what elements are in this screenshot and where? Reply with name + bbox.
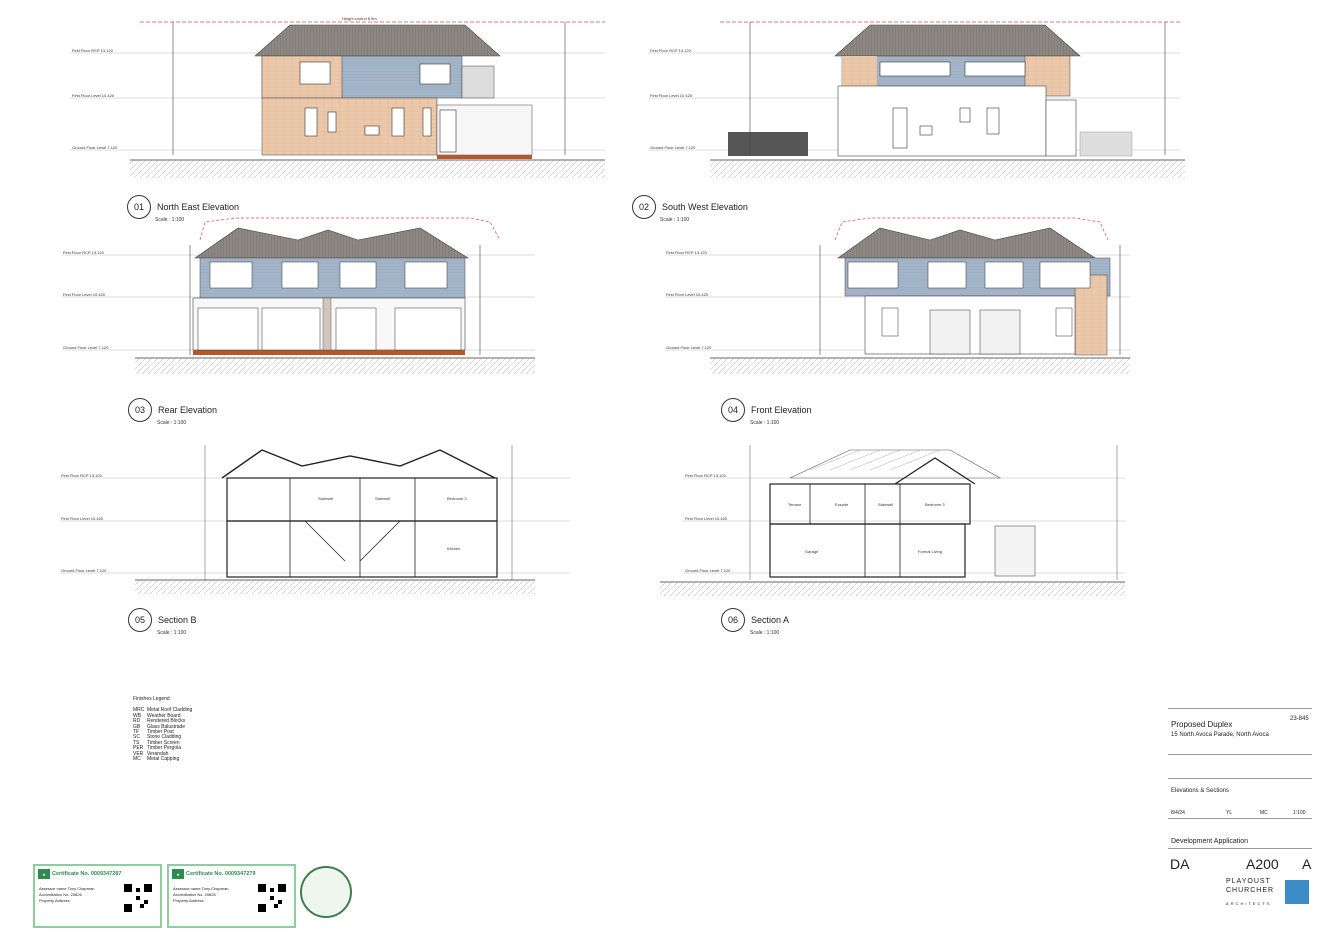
front-elevation: First Floor RCP 13.120 First Floor Level… <box>665 217 1130 374</box>
project-address: 15 North Avoca Parade, North Avoca <box>1171 732 1269 738</box>
view-title: Rear Elevation <box>158 405 218 415</box>
svg-text:First Floor RCP 13.120: First Floor RCP 13.120 <box>61 473 103 478</box>
view-label-03: 03 Rear Elevation <box>128 398 217 422</box>
svg-text:Bedroom 3: Bedroom 3 <box>447 496 467 501</box>
south-west-elevation: First Floor RCP 13.120 First Floor Level… <box>648 21 1185 178</box>
svg-text:Ground Floor Level 7.120: Ground Floor Level 7.120 <box>61 568 107 573</box>
view-number: 03 <box>128 398 152 422</box>
view-label-02: 02 South West Elevation <box>632 195 748 219</box>
view-number: 02 <box>632 195 656 219</box>
svg-text:Ground Floor Level 7.120: Ground Floor Level 7.120 <box>666 345 712 350</box>
svg-text:Ground Floor Level 7.120: Ground Floor Level 7.120 <box>650 145 696 150</box>
checked-by: MC <box>1260 810 1268 816</box>
section-a: Terrace Ensuite Stairwell Bedroom 3 Gara… <box>660 445 1125 596</box>
job-number: 23-845 <box>1290 716 1309 722</box>
svg-text:Ground Floor Level 7.120: Ground Floor Level 7.120 <box>685 568 731 573</box>
nathers-logo: ★ <box>38 869 50 879</box>
svg-text:Stairwell: Stairwell <box>375 496 390 501</box>
stage: Development Application <box>1171 838 1249 845</box>
svg-text:Stairwell: Stairwell <box>878 502 893 507</box>
qr-code-icon <box>124 884 152 912</box>
view-scale: Scale : 1:100 <box>155 217 185 223</box>
view-scale: Scale : 1:100 <box>660 217 690 223</box>
svg-text:First Floor Level 10.420: First Floor Level 10.420 <box>650 93 693 98</box>
svg-text:Kitchen: Kitchen <box>447 546 460 551</box>
svg-text:First Floor Level 10.420: First Floor Level 10.420 <box>666 292 709 297</box>
view-number: 04 <box>721 398 745 422</box>
view-title: Section B <box>158 615 197 625</box>
view-label-05: 05 Section B <box>128 608 197 632</box>
view-scale: Scale : 1:100 <box>750 630 780 636</box>
energy-certificate-1: ★Certificate No. 0009347287 Assessor nam… <box>33 864 162 928</box>
view-label-04: 04 Front Elevation <box>721 398 812 422</box>
svg-text:Ground Floor Level 7.120: Ground Floor Level 7.120 <box>63 345 109 350</box>
view-label-06: 06 Section A <box>721 608 789 632</box>
status: DA <box>1170 856 1190 872</box>
section-b: Stairwell Stairwell Bedroom 3 Kitchen Fi… <box>60 445 570 594</box>
energy-certificate-2: ★Certificate No. 0009347279 Assessor nam… <box>167 864 296 928</box>
view-label-01: 01 North East Elevation <box>127 195 239 219</box>
north-east-elevation: First Floor RCP 13.120 First Floor Level… <box>70 16 605 178</box>
project-name: Proposed Duplex <box>1171 720 1233 729</box>
firm-name: PLAYOUST <box>1226 878 1271 885</box>
qr-code-icon <box>258 884 286 912</box>
svg-text:Ensuite: Ensuite <box>835 502 849 507</box>
drawing-number: A200 <box>1246 856 1279 872</box>
svg-text:Ground Floor Level 7.120: Ground Floor Level 7.120 <box>72 145 118 150</box>
date: 8/4/24 <box>1171 810 1185 816</box>
view-number: 05 <box>128 608 152 632</box>
view-number: 06 <box>721 608 745 632</box>
svg-text:First Floor RCP 13.120: First Floor RCP 13.120 <box>666 250 708 255</box>
svg-text:Terrace: Terrace <box>788 502 802 507</box>
view-scale: Scale : 1:100 <box>157 420 187 426</box>
rear-elevation: First Floor RCP 13.120 First Floor Level… <box>62 217 535 374</box>
svg-text:Formal Living: Formal Living <box>918 549 942 554</box>
view-scale: Scale : 1:100 <box>157 630 187 636</box>
drawn-by: YL <box>1226 810 1233 816</box>
legend-title: Finishes Legend <box>133 696 170 702</box>
svg-text:First Floor Level 10.420: First Floor Level 10.420 <box>72 93 115 98</box>
svg-text:Stairwell: Stairwell <box>318 496 333 501</box>
firm-name-2: CHURCHER <box>1226 887 1275 894</box>
accreditation-seal-icon <box>300 866 352 918</box>
view-title: North East Elevation <box>157 202 240 212</box>
svg-text:First Floor Level 10.420: First Floor Level 10.420 <box>61 516 104 521</box>
svg-text:First Floor RCP 13.120: First Floor RCP 13.120 <box>685 473 727 478</box>
svg-text:First Floor Level 10.420: First Floor Level 10.420 <box>63 292 106 297</box>
svg-text:First Floor RCP 13.120: First Floor RCP 13.120 <box>63 250 105 255</box>
sheet-scale: 1:100 <box>1293 810 1306 816</box>
svg-text:Height control 8.5m: Height control 8.5m <box>342 16 377 21</box>
title-block: Proposed Duplex 23-845 15 North Avoca Pa… <box>1168 668 1314 940</box>
view-scale: Scale : 1:100 <box>750 420 780 426</box>
view-title: Front Elevation <box>751 405 812 415</box>
nathers-logo: ★ <box>172 869 184 879</box>
view-title: Section A <box>751 615 790 625</box>
svg-text:First Floor RCP 13.120: First Floor RCP 13.120 <box>72 48 114 53</box>
firm-name-3: ARCHITECTS <box>1226 901 1272 906</box>
svg-text:First Floor Level 10.420: First Floor Level 10.420 <box>685 516 728 521</box>
svg-text:Garage: Garage <box>805 549 819 554</box>
svg-text:First Floor RCP 13.120: First Floor RCP 13.120 <box>650 48 692 53</box>
view-title: South West Elevation <box>662 202 748 212</box>
svg-text:Bedroom 3: Bedroom 3 <box>925 502 945 507</box>
view-number: 01 <box>127 195 151 219</box>
firm-logo <box>1285 880 1309 904</box>
sheet-title: Elevations & Sections <box>1171 788 1230 794</box>
revision: A <box>1302 856 1312 872</box>
